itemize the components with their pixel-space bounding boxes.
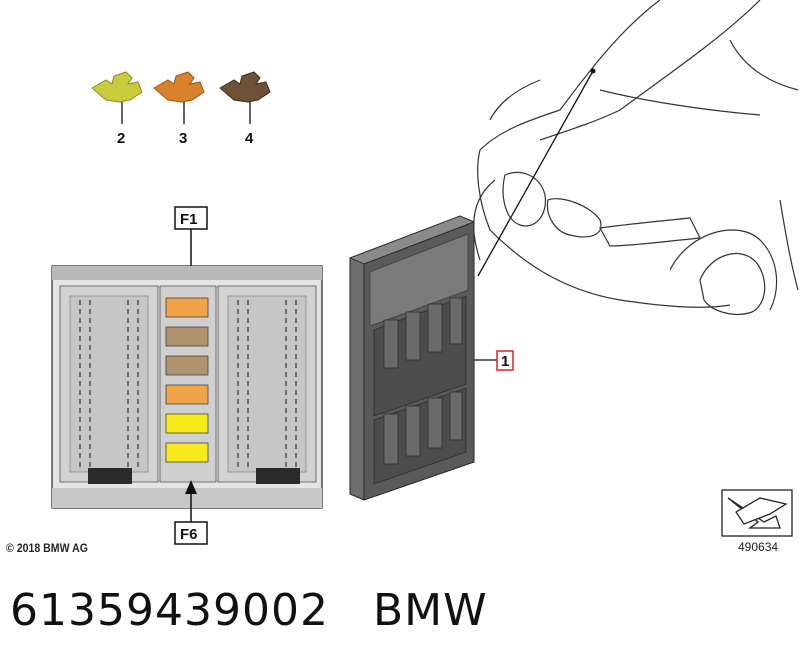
footer: 61359439002 BMW (10, 585, 488, 636)
car-outline-illustration (473, 0, 799, 315)
control-module-illustration (348, 215, 476, 501)
leader-line (477, 70, 594, 277)
fuse-label-3: 3 (179, 130, 187, 147)
fuse-slot-f6[interactable] (165, 442, 209, 463)
fuse-3-icon (153, 71, 205, 124)
image-number: 490634 (738, 540, 779, 554)
callout-box-1[interactable] (496, 350, 514, 371)
fuse-slot-f5[interactable] (165, 413, 209, 434)
f6-label-box (174, 521, 208, 545)
fuse-slot-f3[interactable] (165, 355, 209, 376)
fuse-4-icon (219, 71, 271, 124)
f1-label: F1 (180, 211, 198, 228)
fuse-2-icon (91, 71, 143, 124)
brand-name: BMW (372, 585, 488, 636)
parts-diagram: 2 3 4 F1 F6 (51, 0, 799, 545)
fuse-slot-f2[interactable] (165, 326, 209, 347)
copyright-text: © 2018 BMW AG (6, 541, 88, 555)
fuse-box-detail (51, 265, 323, 509)
part-number: 61359439002 (10, 585, 329, 636)
fuse-slot-f4[interactable] (165, 384, 209, 405)
fuse-label-4: 4 (245, 130, 254, 147)
fuse-slot-f1[interactable] (165, 297, 209, 318)
f6-arrow-icon (185, 480, 197, 494)
fuse-label-2: 2 (117, 130, 125, 147)
callout-label-1: 1 (501, 353, 509, 370)
orientation-arrow-icon (721, 489, 793, 537)
f6-label: F6 (180, 526, 198, 543)
